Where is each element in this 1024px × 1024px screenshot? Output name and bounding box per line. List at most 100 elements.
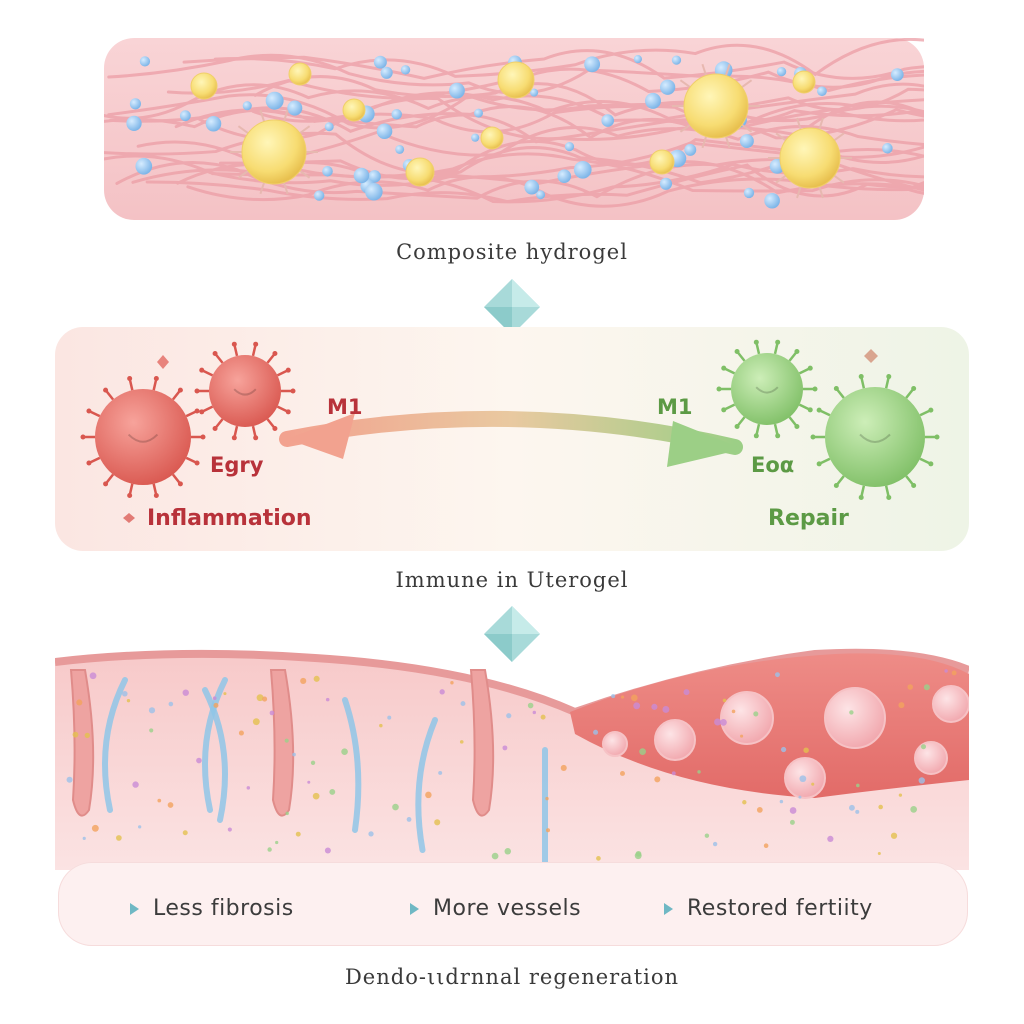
pseudopod-tip bbox=[928, 461, 934, 467]
tissue-speckle bbox=[310, 760, 316, 765]
tissue-speckle bbox=[803, 747, 809, 753]
tissue-speckle bbox=[126, 698, 131, 703]
tissue-speckle bbox=[849, 710, 854, 715]
pseudopod-tip bbox=[794, 348, 800, 354]
nanoparticle-dot bbox=[395, 144, 405, 154]
nanoparticle-dot bbox=[179, 110, 191, 122]
tissue-speckle bbox=[148, 707, 156, 714]
nanoparticle-dot bbox=[324, 122, 334, 132]
tissue-speckle bbox=[697, 770, 701, 774]
pseudopod-tip bbox=[886, 494, 892, 500]
tissue-speckle bbox=[406, 817, 412, 822]
tissue-speckle bbox=[284, 738, 289, 743]
hydrogel-fiber bbox=[213, 38, 924, 78]
regenerating-cell bbox=[932, 685, 969, 723]
nanoparticle-dot bbox=[743, 187, 755, 199]
tissue-speckle bbox=[292, 752, 296, 757]
stem-cell bbox=[288, 62, 312, 86]
pseudopod-tip bbox=[816, 461, 822, 467]
pseudopod-tip bbox=[807, 407, 813, 413]
nanoparticle-dot bbox=[739, 134, 754, 149]
pseudopod-tip bbox=[734, 348, 740, 354]
pseudopod-tip bbox=[253, 341, 259, 347]
tissue-speckle bbox=[439, 689, 445, 695]
pseudopod-tip bbox=[858, 374, 864, 380]
cell-process bbox=[679, 79, 691, 88]
tissue-speckle bbox=[256, 694, 264, 702]
cell-process bbox=[724, 63, 731, 76]
tissue-speckle bbox=[267, 847, 272, 852]
tissue-speckle bbox=[295, 831, 301, 837]
bullet-less-fibrosis: Less fibrosis bbox=[130, 896, 294, 921]
immune-panel: M1 Egry Inflammation M1 Eoα Repair bbox=[55, 327, 969, 551]
tissue-speckle bbox=[82, 836, 86, 840]
nanoparticle-dot bbox=[449, 82, 465, 99]
pseudopod-tip bbox=[816, 407, 822, 413]
blood-vessel bbox=[342, 697, 362, 833]
tissue-speckle bbox=[329, 789, 336, 795]
tissue-speckle bbox=[789, 807, 797, 814]
nanoparticle-dot bbox=[400, 65, 411, 75]
nanoparticle-dot bbox=[601, 114, 615, 127]
m2-macrophage bbox=[825, 387, 925, 487]
pseudopod-tip bbox=[285, 409, 291, 415]
nanoparticle-dot bbox=[764, 192, 780, 209]
nanoparticle-dot bbox=[684, 143, 697, 156]
left-cell-sub: Egry bbox=[210, 453, 264, 477]
cell-process bbox=[237, 170, 249, 179]
nanoparticle-dot bbox=[524, 179, 540, 195]
hydrogel-fiber bbox=[104, 104, 924, 134]
pseudopod-tip bbox=[86, 408, 92, 414]
tissue-speckle bbox=[167, 802, 174, 808]
cell-process bbox=[833, 174, 845, 184]
hydrogel-panel bbox=[104, 38, 924, 220]
tissue-speckle bbox=[898, 702, 905, 709]
tissue-speckle bbox=[611, 694, 616, 699]
tissue-speckle bbox=[596, 856, 601, 861]
pseudopod-tip bbox=[775, 433, 781, 439]
tissue-speckle bbox=[811, 782, 815, 786]
cell-process bbox=[299, 125, 311, 134]
pseudopod-tip bbox=[272, 350, 278, 356]
tissue-speckle bbox=[756, 807, 763, 813]
pseudopod-tip bbox=[231, 435, 237, 441]
nanoparticle-dot bbox=[633, 55, 642, 64]
left-cell-label: M1 bbox=[327, 395, 363, 419]
pseudopod-tip bbox=[177, 481, 183, 487]
uterine-gland bbox=[269, 669, 295, 817]
tissue-speckle bbox=[545, 796, 549, 801]
tissue-speckle bbox=[122, 690, 128, 697]
tissue-speckle bbox=[168, 701, 174, 707]
sparkle-icon bbox=[157, 355, 169, 369]
blood-vessel bbox=[202, 677, 228, 813]
pseudopod-tip bbox=[153, 492, 159, 498]
tissue-speckle bbox=[635, 850, 642, 857]
tissue-speckle bbox=[849, 804, 855, 811]
tissue-speckle bbox=[720, 718, 727, 726]
tissue-speckle bbox=[654, 776, 661, 783]
cell-process bbox=[833, 132, 845, 142]
regenerating-cell bbox=[824, 687, 886, 749]
nanoparticle-dot bbox=[322, 166, 333, 177]
pseudopod-tip bbox=[290, 388, 296, 394]
tissue-speckle bbox=[620, 770, 625, 776]
cell-process bbox=[724, 136, 731, 149]
cell-process bbox=[796, 117, 802, 130]
tissue-speckle bbox=[157, 798, 162, 803]
tissue-speckle bbox=[213, 702, 219, 708]
cell-process bbox=[741, 79, 753, 88]
nanoparticle-dot bbox=[126, 115, 142, 131]
tissue-speckle bbox=[631, 694, 638, 702]
immune-illustration bbox=[55, 327, 969, 551]
nanoparticle-dot bbox=[129, 98, 141, 110]
tissue-speckle bbox=[951, 670, 957, 676]
cell-process bbox=[775, 174, 787, 184]
bullet-restored-fertility: Restored fertiity bbox=[664, 896, 873, 921]
pseudopod-tip bbox=[127, 492, 133, 498]
nanoparticle-dot bbox=[659, 177, 673, 190]
nanoparticle-dot bbox=[776, 66, 787, 77]
tissue-speckle bbox=[944, 669, 948, 673]
pseudopod-tip bbox=[86, 460, 92, 466]
cell-process bbox=[701, 136, 708, 149]
tissue-speckle bbox=[506, 713, 512, 719]
